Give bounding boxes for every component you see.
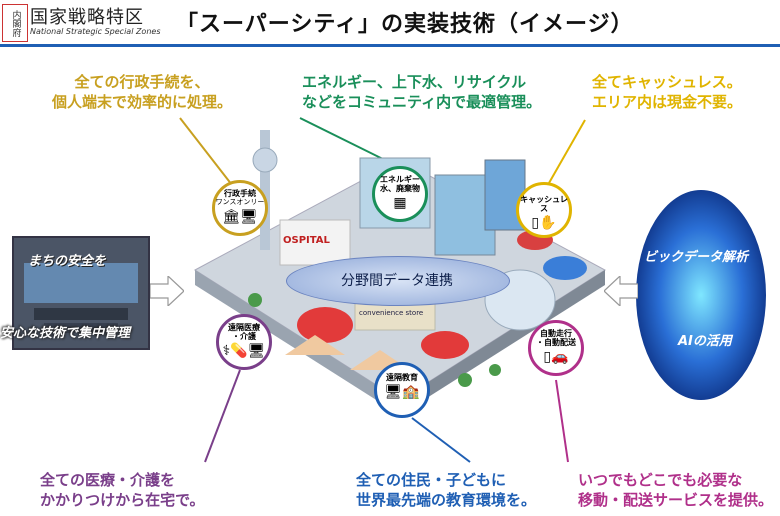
caption-admin-line-1: 全ての行政手続を、 bbox=[74, 73, 210, 91]
solar-panel-icon: ▦ bbox=[393, 195, 407, 211]
caption-cashless-line-2: エリア内は現金不要。 bbox=[592, 93, 743, 111]
circle-energy-label-1: エネルギー bbox=[380, 175, 420, 184]
caption-admin-line-2: 個人端末で効率的に処理。 bbox=[52, 93, 233, 111]
connector-medical bbox=[204, 369, 241, 463]
safety-center-image bbox=[12, 236, 150, 350]
circle-cashless: キャッシュレス ▯✋ bbox=[516, 182, 572, 238]
circle-medical-label-2: ・介護 bbox=[232, 332, 256, 341]
circle-mobility: 自動走行 ・自動配送 ▯🚗 bbox=[528, 320, 584, 376]
circle-education-label: 遠隔教育 bbox=[386, 373, 418, 382]
data-integration-ellipse bbox=[286, 256, 510, 306]
monitor-icon: 🖥 bbox=[240, 209, 258, 225]
hospital-sign: OSPITAL bbox=[283, 235, 331, 246]
caption-education-line-1: 全ての住民・子どもに bbox=[356, 471, 507, 489]
bigdata-text: ビックデータ解析 bbox=[644, 250, 749, 265]
circle-cashless-label: キャッシュレス bbox=[520, 195, 568, 213]
connector-mobility bbox=[555, 379, 569, 463]
caption-mobility: いつでもどこでも必要な 移動・配送サービスを提供。 bbox=[578, 470, 773, 510]
caption-medical: 全ての医療・介護を かかりつけから在宅で。 bbox=[40, 470, 205, 510]
connector-education bbox=[411, 417, 471, 463]
hand-coin-icon: ✋ bbox=[539, 215, 557, 231]
control-room-graphic bbox=[14, 238, 148, 348]
safety-text-bottom: 安心な技術で集中管理 bbox=[0, 326, 131, 341]
stethoscope-icon: ⚕💊🖥 bbox=[222, 343, 266, 359]
caption-medical-line-2: かかりつけから在宅で。 bbox=[40, 491, 205, 509]
circle-admin-label-2: ワンスオンリー bbox=[215, 198, 265, 206]
circle-mobility-label-2: ・自動配送 bbox=[536, 338, 576, 347]
caption-energy-line-1: エネルギー、上下水、リサイクル bbox=[302, 73, 527, 91]
arrow-left-icon bbox=[604, 276, 638, 306]
connector-energy bbox=[299, 117, 396, 166]
caption-energy-line-2: などをコミュニティ内で最適管理。 bbox=[302, 93, 542, 111]
caption-cashless-line-1: 全てキャッシュレス。 bbox=[592, 73, 742, 91]
circle-education: 遠隔教育 🖥🏫 bbox=[374, 362, 430, 418]
arrow-right-icon bbox=[150, 276, 184, 306]
ai-bigdata-orb bbox=[636, 190, 766, 400]
caption-cashless: 全てキャッシュレス。 エリア内は現金不要。 bbox=[592, 72, 742, 112]
connector-cashless bbox=[544, 119, 586, 191]
car-icon: 🚗 bbox=[551, 349, 569, 365]
monitor-icon: 🖥 bbox=[247, 343, 266, 359]
data-integration-label: 分野間データ連携 bbox=[341, 273, 453, 289]
caption-mobility-line-1: いつでもどこでも必要な bbox=[578, 471, 743, 489]
caption-mobility-line-2: 移動・配送サービスを提供。 bbox=[578, 491, 774, 509]
circle-energy: エネルギー 水、廃棄物 ▦ bbox=[372, 166, 428, 222]
school-icon: 🏫 bbox=[402, 384, 420, 400]
caption-energy: エネルギー、上下水、リサイクル などをコミュニティ内で最適管理。 bbox=[302, 72, 541, 112]
smartphone-icon: ▯🚗 bbox=[543, 349, 569, 365]
medicine-icon: 💊 bbox=[230, 343, 248, 359]
caption-education-line-2: 世界最先端の教育環境を。 bbox=[356, 491, 537, 509]
circle-mobility-label-1: 自動走行 bbox=[540, 329, 572, 338]
cabinet-office-seal: 内閣府 bbox=[2, 4, 28, 42]
caption-medical-line-1: 全ての医療・介護を bbox=[40, 471, 176, 489]
header-rule bbox=[0, 44, 780, 47]
government-building-icon: 🏛🖥 bbox=[222, 209, 258, 225]
safety-text-top: まちの安全を bbox=[28, 254, 107, 269]
circle-energy-label-2: 水、廃棄物 bbox=[380, 184, 420, 193]
circle-medical: 遠隔医療 ・介護 ⚕💊🖥 bbox=[216, 314, 272, 370]
circle-admin-label-1: 行政手続 bbox=[224, 189, 256, 198]
ai-text: AIの活用 bbox=[678, 334, 732, 349]
caption-education: 全ての住民・子どもに 世界最先端の教育環境を。 bbox=[356, 470, 536, 510]
circle-admin: 行政手続 ワンスオンリー 🏛🖥 bbox=[212, 180, 268, 236]
smartphone-icon: ▯✋ bbox=[531, 215, 557, 231]
header bbox=[0, 0, 780, 44]
store-sign: convenience store bbox=[359, 309, 423, 317]
page-title: 「スーパーシティ」の実装技術（イメージ） bbox=[176, 12, 634, 37]
seal-text: 内閣府 bbox=[10, 10, 21, 37]
connector-admin bbox=[179, 117, 233, 186]
circle-medical-label-1: 遠隔医療 bbox=[228, 323, 260, 332]
logo-english: National Strategic Special Zones bbox=[30, 27, 161, 36]
monitor-icon: 🖥🏫 bbox=[384, 384, 420, 400]
caption-admin: 全ての行政手続を、 個人端末で効率的に処理。 bbox=[52, 72, 232, 112]
logo-name: 国家戦略特区 bbox=[30, 7, 144, 28]
